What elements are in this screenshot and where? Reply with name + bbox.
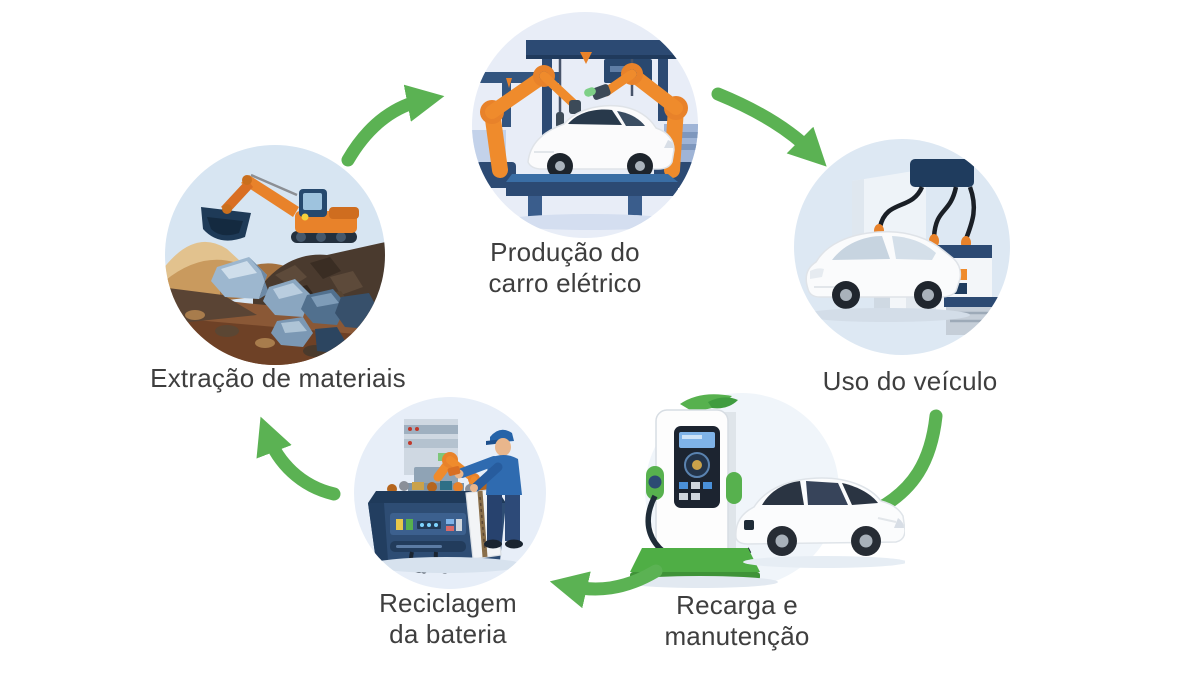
white-car-icon bbox=[735, 477, 905, 556]
stage-extracao-illustration bbox=[165, 145, 385, 365]
label-uso-do-veiculo: Uso do veículo bbox=[790, 366, 1030, 397]
label-line: carro elétrico bbox=[488, 268, 642, 298]
label-line: manutenção bbox=[664, 621, 810, 651]
worker-icon bbox=[447, 429, 523, 549]
label-reciclagem-da-bateria: Reciclagem da bateria bbox=[328, 588, 568, 650]
label-line: Produção do bbox=[490, 237, 640, 267]
ev-charging-icon bbox=[622, 393, 905, 588]
label-recarga-e-manutencao: Recarga e manutenção bbox=[617, 590, 857, 652]
label-producao-do-carro-eletrico: Produção do carro elétrico bbox=[445, 237, 685, 299]
stage-producao-illustration bbox=[472, 12, 698, 238]
robot-arm-left-icon bbox=[476, 65, 581, 188]
stage-recarga-illustration bbox=[620, 390, 905, 595]
factory-assembly-icon bbox=[472, 12, 698, 238]
stage-uso-illustration bbox=[794, 139, 1010, 355]
battery-recycling-icon bbox=[354, 397, 546, 589]
label-extracao-de-materiais: Extração de materiais bbox=[98, 363, 458, 394]
label-line: da bateria bbox=[389, 619, 507, 649]
stage-reciclagem-illustration bbox=[354, 397, 546, 589]
excavator-icon bbox=[201, 173, 359, 243]
ev-use-icon bbox=[794, 139, 1010, 355]
white-car-icon bbox=[527, 104, 675, 179]
white-car-icon bbox=[805, 230, 962, 309]
excavator-mining-icon bbox=[165, 145, 385, 365]
label-line: Uso do veículo bbox=[822, 366, 998, 396]
label-line: Reciclagem bbox=[379, 588, 517, 618]
label-line: Recarga e bbox=[676, 590, 798, 620]
arrow-reciclagem-to-extracao bbox=[256, 416, 341, 501]
label-line: Extração de materiais bbox=[150, 363, 406, 393]
